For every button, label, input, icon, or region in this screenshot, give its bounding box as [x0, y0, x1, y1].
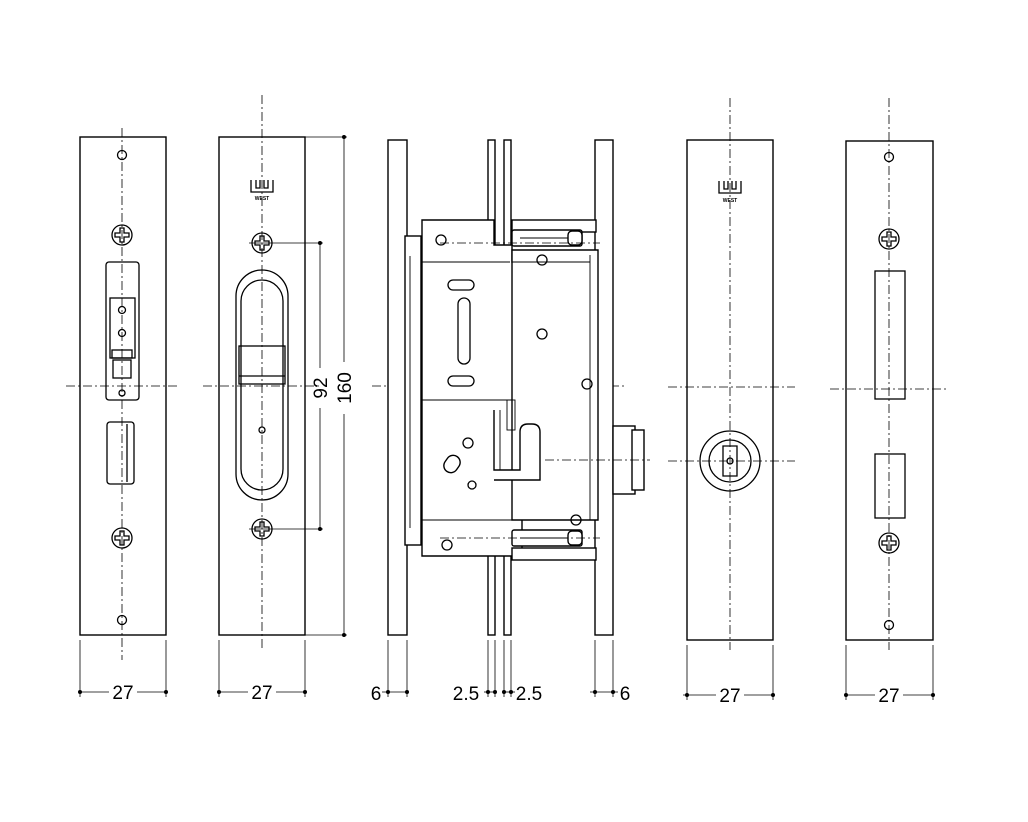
dimension-width-cylinder: [683, 645, 775, 700]
case-rivet: [536, 254, 548, 266]
left-bracket: [404, 235, 422, 546]
latch-rivet: [117, 328, 127, 338]
dimension-label: 27: [112, 683, 133, 704]
dimension-label: 6: [371, 684, 382, 705]
handle-pin: [258, 426, 266, 434]
left-faceplate: [387, 139, 408, 636]
lock-case-left: [421, 219, 523, 557]
dimension-label: 160: [335, 372, 356, 404]
dimension-width-handle: [217, 640, 307, 697]
dimension-gap-left: [484, 690, 497, 694]
west-logo-icon: WEST: [250, 180, 274, 202]
dimension-label: 27: [878, 686, 899, 707]
dimension-label: 27: [251, 683, 272, 704]
deadbolt-window: [106, 421, 135, 485]
guide-slot: [457, 297, 471, 365]
dimension-label: 2.5: [516, 684, 542, 705]
handle-pull-plate: [238, 345, 286, 385]
dimension-label: 6: [620, 684, 631, 705]
latch-pin: [118, 389, 126, 397]
dimension-width-latch: [78, 640, 168, 697]
phillips-screw-icon: [111, 224, 133, 246]
guide-slot-small: [447, 375, 475, 387]
top-spring-pin: [511, 229, 583, 247]
dimension-plate-height: [342, 135, 346, 637]
case-rivet: [581, 378, 593, 390]
view-strike-plate: 27: [830, 98, 947, 707]
dimension-label: 2.5: [453, 684, 479, 705]
mount-hole-top: [116, 149, 128, 161]
case-rivet: [441, 539, 453, 551]
dimension-label: 27: [719, 686, 740, 707]
latch-tab: [111, 349, 133, 359]
west-logo-icon: WEST: [718, 181, 742, 204]
case-rivet: [435, 234, 447, 246]
mount-hole-bottom: [883, 619, 895, 631]
phillips-screw-icon: [878, 532, 900, 554]
hook-guide: [506, 399, 516, 431]
hook-bolt: [493, 410, 541, 481]
dimension-width-strike: [844, 645, 935, 700]
view-handle-faceplate: WEST 92 160: [203, 95, 356, 704]
phillips-screw-icon: [111, 527, 133, 549]
case-rivet: [570, 514, 582, 526]
phillips-screw-icon: [878, 228, 900, 250]
strike-opening-bottom: [874, 453, 906, 519]
svg-text:WEST: WEST: [255, 196, 269, 202]
handle-recess-outline: [235, 269, 289, 501]
case-rivet: [536, 328, 548, 340]
bottom-flange: [511, 547, 597, 561]
case-rivet: [462, 437, 474, 449]
case-rivet: [467, 480, 477, 490]
guide-slot-small: [447, 279, 475, 291]
dimension-label: 92: [311, 377, 332, 398]
svg-text:WEST: WEST: [723, 198, 737, 204]
follower-cam: [443, 454, 461, 474]
view-cylinder-faceplate: WEST 27: [668, 98, 795, 707]
strike-plate-outline: [845, 140, 934, 641]
mount-hole-bottom: [116, 614, 128, 626]
dimension-gap-right: [502, 690, 515, 694]
view-latch-faceplate: 27: [66, 128, 180, 704]
dimension-screw-pitch: [318, 241, 322, 531]
handle-recess-inner: [240, 279, 284, 491]
strike-opening-top: [874, 270, 906, 400]
view-side-section: 6 2.5 2.5 6: [371, 139, 650, 705]
dimension-right-plate: [590, 690, 618, 694]
latch-square: [112, 359, 132, 379]
mount-hole-top: [883, 151, 895, 163]
dimension-left-plate: [382, 690, 409, 694]
latch-window: [105, 261, 140, 401]
latch-rivet: [117, 305, 127, 315]
